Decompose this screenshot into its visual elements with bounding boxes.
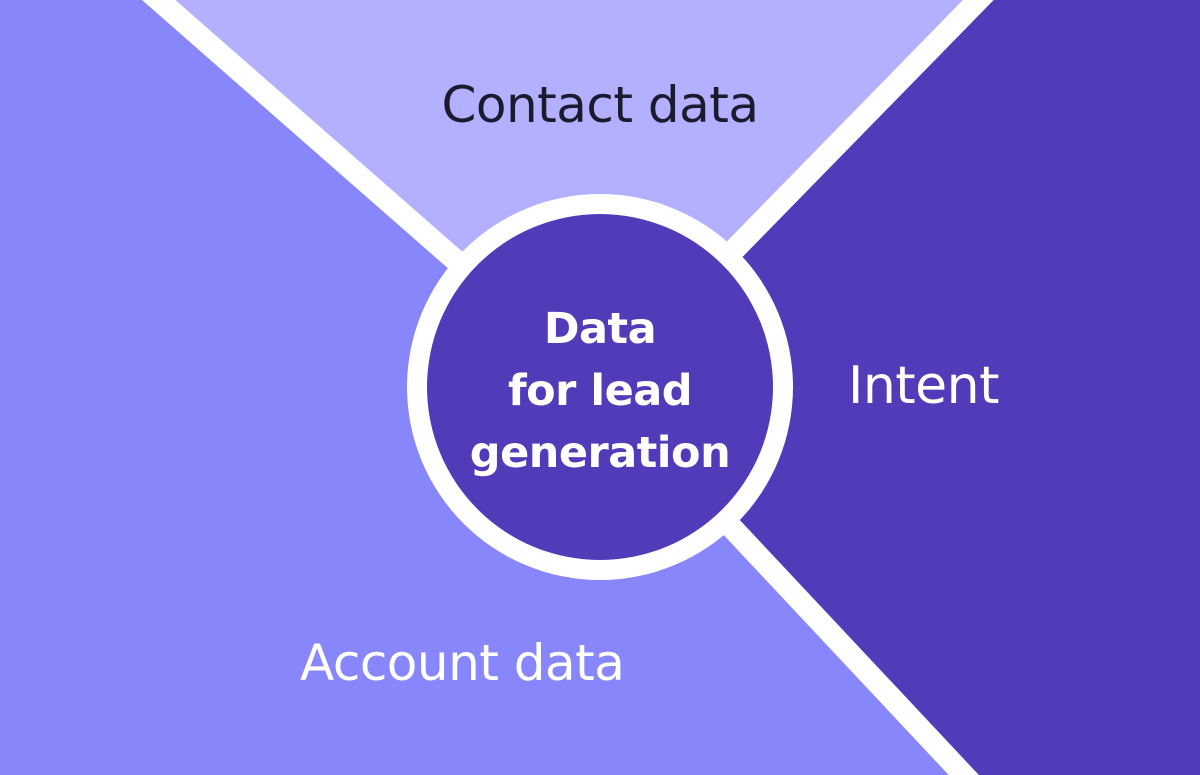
center-title-line-3: generation xyxy=(469,428,731,478)
center-title-line-1: Data xyxy=(543,304,657,354)
right-segment xyxy=(600,0,1200,775)
account-data-label: Account data xyxy=(300,634,625,692)
center-title-line-2: for lead xyxy=(507,366,693,416)
top-segment xyxy=(145,0,990,387)
intent-label: Intent xyxy=(848,356,1000,416)
contact-data-label: Contact data xyxy=(441,76,759,134)
center-circle xyxy=(427,214,773,560)
center-title: Data for lead generation xyxy=(430,298,770,484)
